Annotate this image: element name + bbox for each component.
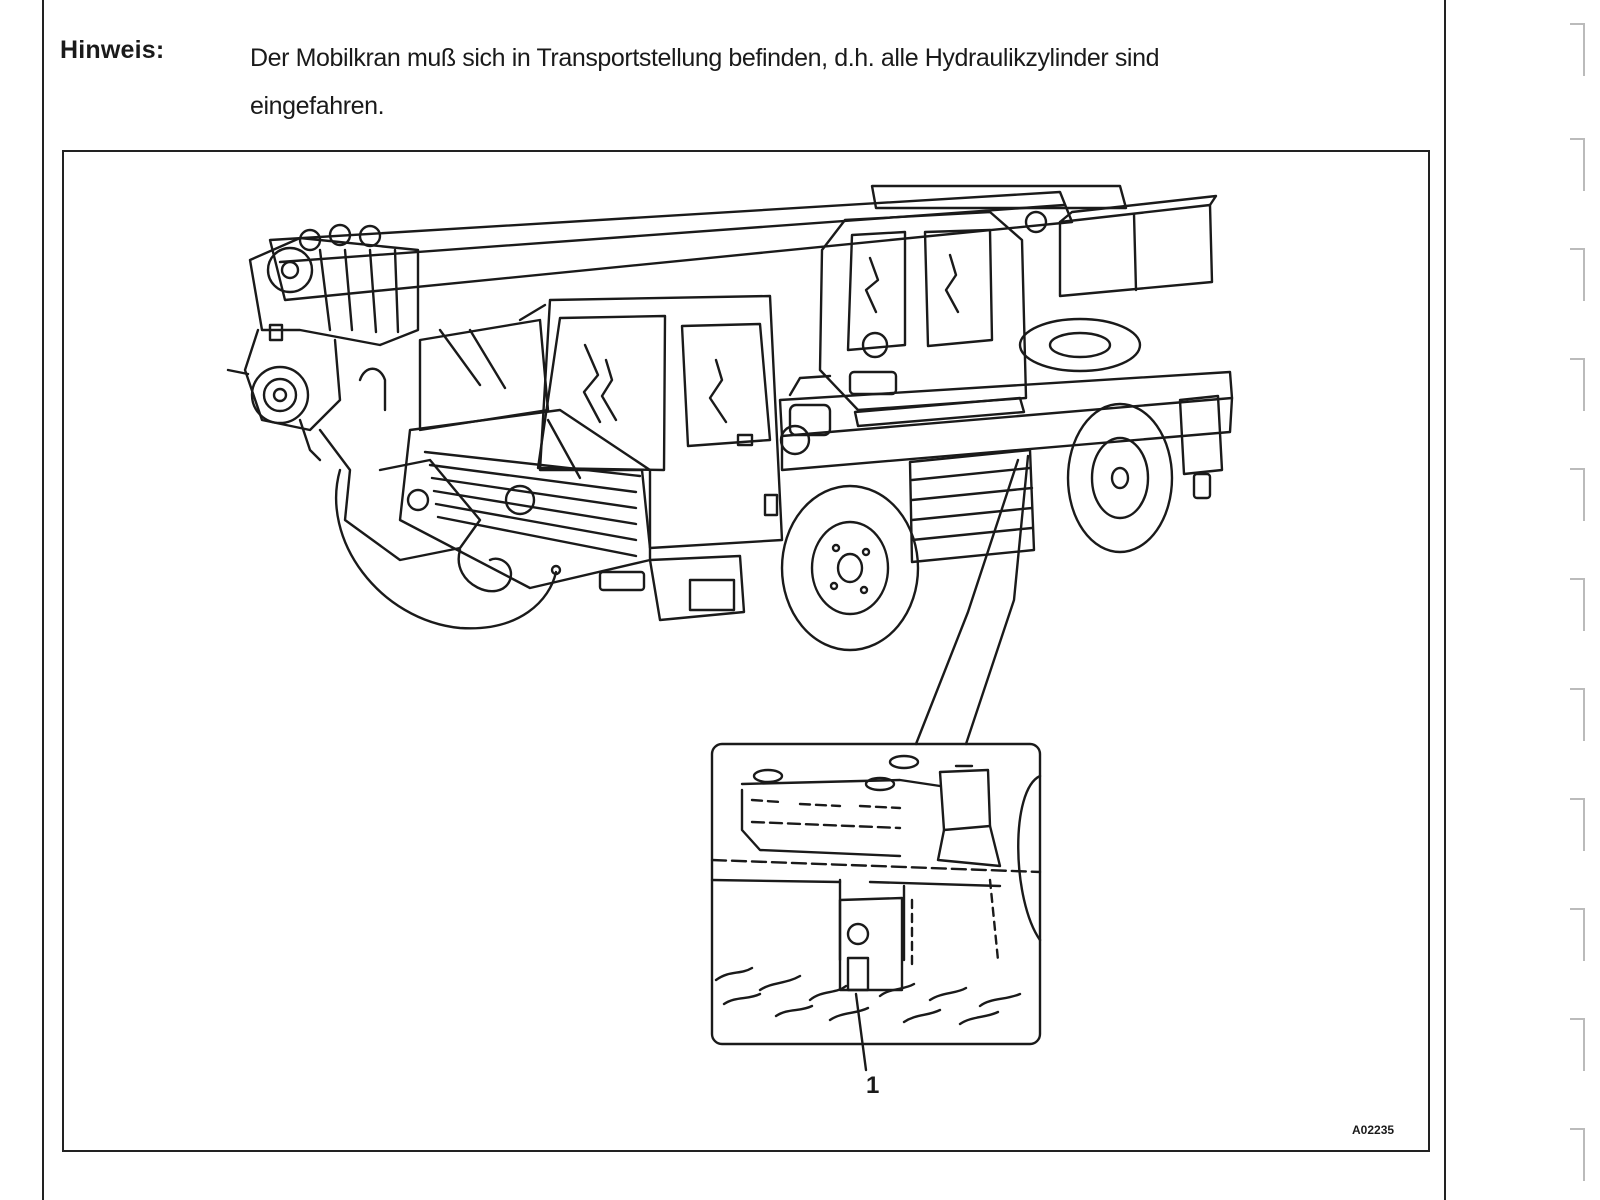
rear-outrigger (1178, 394, 1224, 500)
front-body (398, 408, 746, 622)
binder-ring-mark (1570, 908, 1585, 961)
binder-ring-mark (1570, 358, 1585, 411)
front-wheel (780, 484, 920, 652)
binder-ring-mark (1570, 248, 1585, 301)
spare-wheel (1018, 317, 1142, 373)
figure-frame (62, 150, 1430, 1152)
binder-ring-mark (1570, 1018, 1585, 1071)
crane-boom (268, 184, 1128, 302)
rear-wheel (1066, 402, 1174, 554)
note-text: Der Mobilkran muß sich in Transportstell… (250, 34, 1400, 130)
binder-ring-mark (1570, 688, 1585, 741)
crane-operator-cab (818, 210, 1028, 428)
binder-ring-mark (1570, 1128, 1585, 1181)
page-frame (42, 0, 1446, 1200)
detail-inset (710, 742, 1042, 1072)
binder-ring-mark (1570, 138, 1585, 191)
note-line-2: eingefahren. (250, 92, 385, 120)
hook-block (298, 418, 562, 630)
counterweight (1058, 194, 1218, 298)
binder-ring-mark (1570, 798, 1585, 851)
callout-number: 1 (866, 1072, 880, 1099)
chassis-deck (778, 370, 1234, 472)
note-label: Hinweis: (60, 36, 165, 64)
boom-head (226, 223, 420, 432)
detail-leader-lines (914, 454, 1030, 746)
note-line-1: Der Mobilkran muß sich in Transportstell… (250, 44, 1160, 72)
side-compartment (908, 448, 1036, 564)
binder-ring-mark (1570, 23, 1585, 76)
binder-ring-mark (1570, 578, 1585, 631)
engine-housing (358, 303, 550, 432)
driver-cab (536, 294, 784, 550)
binder-ring-mark (1570, 468, 1585, 521)
figure-id: A02235 (1352, 1123, 1395, 1137)
